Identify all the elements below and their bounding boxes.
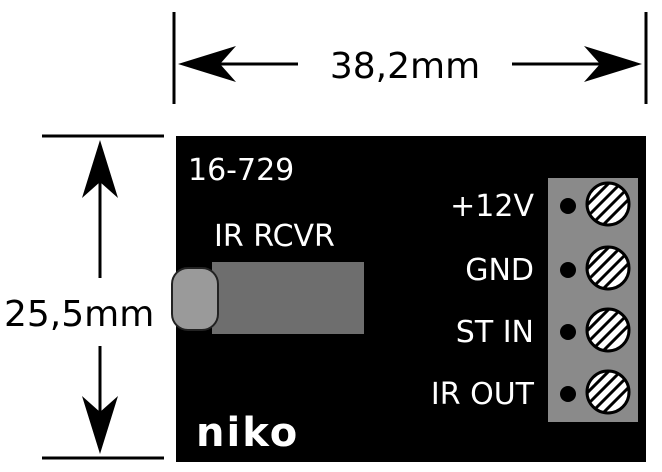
ir-jack <box>171 262 364 334</box>
screw-terminal-icon <box>585 245 631 291</box>
part-number: 16-729 <box>188 153 294 188</box>
terminal-label: IR OUT <box>431 377 535 412</box>
pin-hole-icon <box>560 262 576 278</box>
pin-hole-icon <box>560 386 576 402</box>
ir-jack-tip <box>171 267 219 331</box>
terminal-label: GND <box>465 253 534 288</box>
width-label: 38,2mm <box>330 46 480 87</box>
arrowhead-icon <box>82 396 118 454</box>
screw-terminal-icon <box>585 181 631 227</box>
niko-logo: niko <box>196 410 299 456</box>
width-dimension: 38,2mm <box>172 12 648 104</box>
arrowhead-icon <box>178 46 236 82</box>
pin-hole-icon <box>560 198 576 214</box>
terminal-label: ST IN <box>456 315 534 350</box>
pin-hole-icon <box>560 324 576 340</box>
terminal-label: +12V <box>450 189 534 224</box>
screw-terminal-icon <box>585 369 631 415</box>
ir-receiver-module: 16-729 IR RCVR niko +12V GND ST IN IR OU… <box>171 136 646 462</box>
arrowhead-icon <box>584 46 642 82</box>
screw-terminal-icon <box>585 307 631 353</box>
component-label: IR RCVR <box>214 219 335 254</box>
arrowhead-icon <box>82 140 118 198</box>
height-label: 25,5mm <box>4 294 154 335</box>
ir-jack-body <box>212 262 364 334</box>
height-dimension: 25,5mm <box>4 134 164 460</box>
